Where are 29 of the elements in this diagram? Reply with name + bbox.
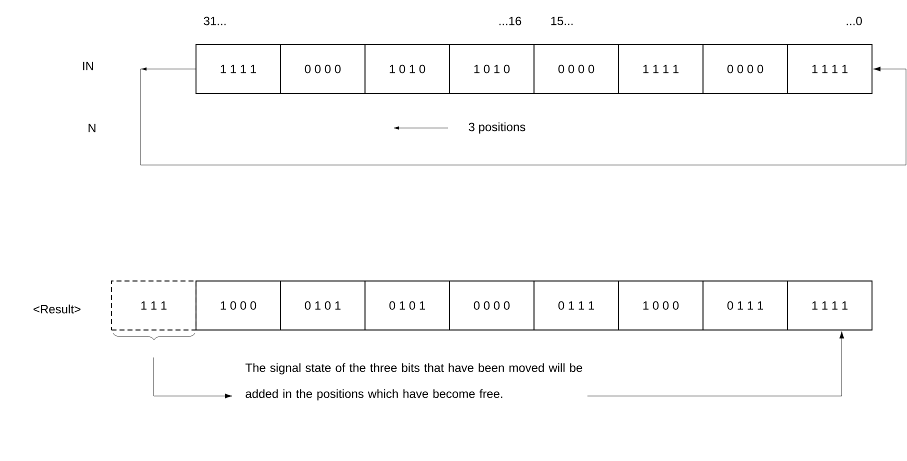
bit-cell: 1 0 0 0 <box>618 280 704 330</box>
bit-cell: 1 1 1 1 <box>618 44 704 94</box>
bit-cell: 0 0 0 0 <box>280 44 366 94</box>
bit-cell: 1 0 1 0 <box>449 44 534 94</box>
bit-cell: 0 0 0 0 <box>702 44 788 94</box>
bit-cell: 0 1 0 1 <box>364 280 450 330</box>
bit-cell: 0 1 1 1 <box>534 280 619 330</box>
result-label: <Result> <box>34 304 80 314</box>
arrow <box>587 331 844 396</box>
bit-number: 31... <box>204 16 226 26</box>
note-text: The signal state of the three bits that have been moved will be added in the positions which have become free. <box>245 363 582 400</box>
arrow <box>154 357 232 398</box>
dashed-bit-cell: 1 1 1 <box>111 280 196 330</box>
bit-cell: 0 0 0 0 <box>534 44 619 94</box>
bit-cell: 1 1 1 1 <box>787 280 872 330</box>
bit-cell: 1 0 0 0 <box>196 280 281 330</box>
bit-number: 15... <box>551 16 573 26</box>
bit-cell: 1 0 1 0 <box>364 44 450 94</box>
bit-cell: 1 1 1 1 <box>196 44 281 94</box>
bit-number: ...0 <box>846 16 862 26</box>
loop-arrow <box>140 66 906 166</box>
shift-label: 3 positions <box>468 122 526 134</box>
operand-label: N <box>88 124 96 132</box>
bit-cell: 0 1 0 1 <box>280 280 366 330</box>
operand-label: IN <box>83 62 94 70</box>
bit-cell: 0 1 1 1 <box>702 280 788 330</box>
bit-number: ...16 <box>499 16 522 26</box>
bit-cell: 1 1 1 1 <box>787 44 872 94</box>
bit-cell: 0 0 0 0 <box>449 280 534 330</box>
